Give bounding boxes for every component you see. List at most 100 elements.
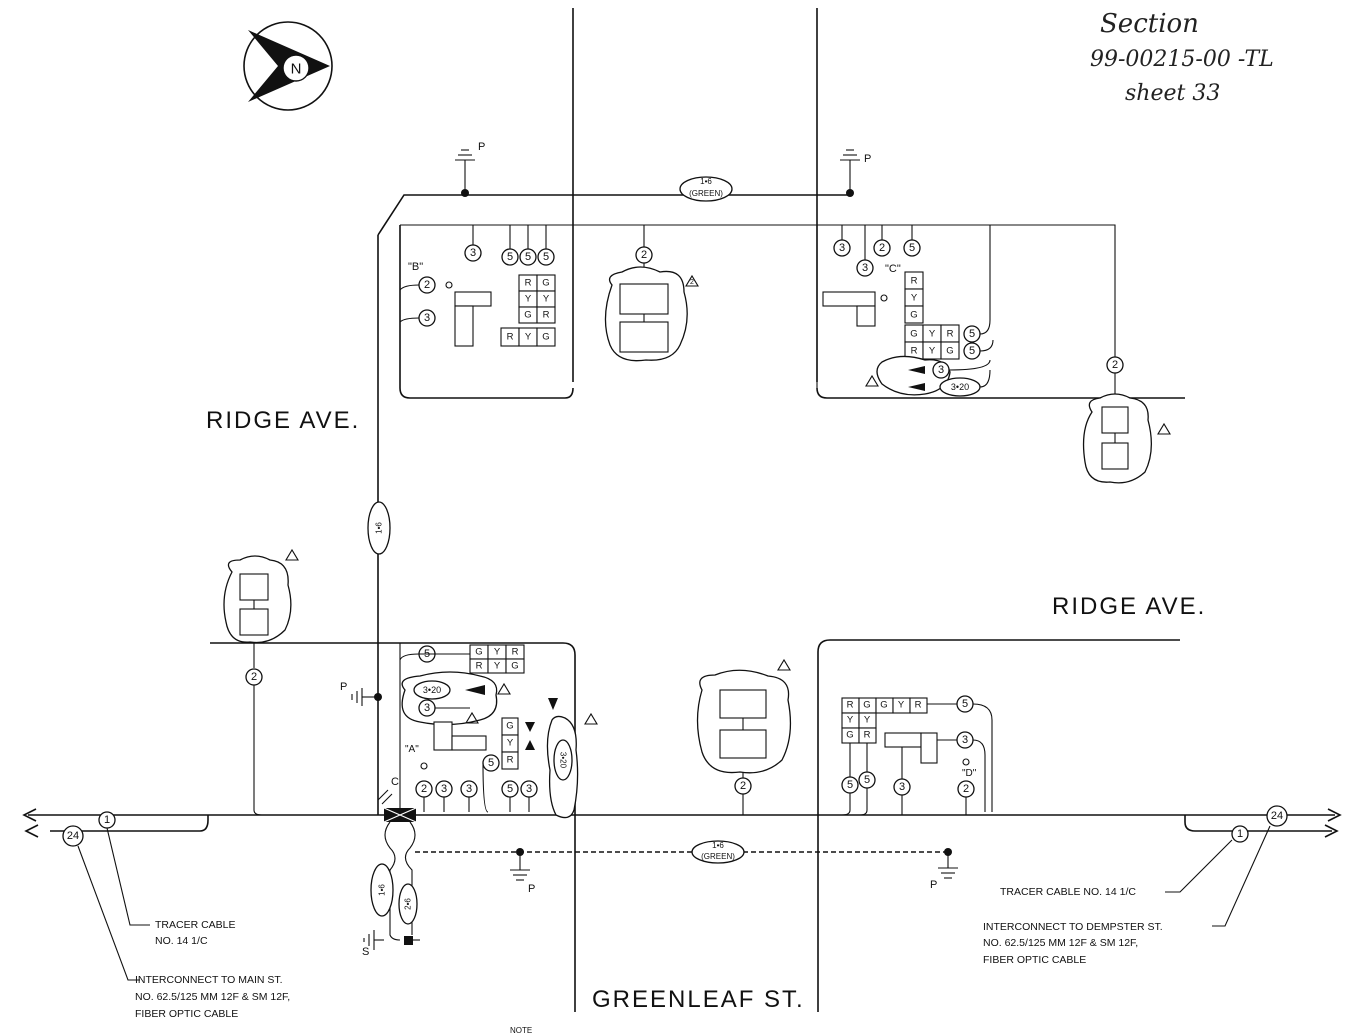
conductor-bubble: 5 [909, 242, 915, 254]
signal-lens: Y [911, 293, 918, 304]
note-interconnect-east-2: NO. 62.5/125 MM 12F & SM 12F, [983, 937, 1138, 949]
detector-cloud-north: 2 2 [604, 225, 699, 362]
conductor-bubble: 5 [507, 783, 513, 795]
conductor-bubble: 3 [962, 734, 968, 746]
pole-label: P [528, 883, 535, 895]
detector-cloud-west: 2 [223, 548, 299, 816]
callout-count: 3•20 [423, 685, 441, 695]
note-interconnect-west-2: NO. 62.5/125 MM 12F & SM 12F, [135, 991, 290, 1003]
footer-note: NOTE [510, 1026, 532, 1035]
detector-cloud-east: 2 [1082, 356, 1171, 484]
signal-lens: G [880, 700, 887, 711]
service-label: S [362, 946, 369, 958]
conductor-bubble: 3 [424, 702, 430, 714]
conductor-bubble: 5 [847, 779, 853, 791]
handwritten-line-3: sheet 33 [1125, 81, 1220, 106]
conductor-bubble: 5 [864, 774, 870, 786]
signal-lens: R [525, 278, 532, 289]
conductor-bubble: 2 [641, 249, 647, 261]
pole-label: P [930, 879, 937, 891]
signal-lens: Y [929, 329, 936, 340]
ped-signal-icon [454, 305, 474, 347]
signal-lens: G [910, 310, 917, 321]
conductor-bubble: 3 [470, 247, 476, 259]
note-tracer-west-2: NO. 14 1/C [155, 935, 208, 947]
signal-lens: G [511, 661, 518, 672]
cable-color: (GREEN) [701, 852, 735, 861]
signal-lens: Y [494, 647, 501, 658]
conductor-bubble: 2 [740, 780, 746, 792]
ped-signal-icon [454, 291, 492, 307]
note-interconnect-east-1: INTERCONNECT TO DEMPSTER ST. [983, 921, 1163, 933]
conductor-bubble: 5 [507, 251, 513, 263]
signal-lens: Y [494, 661, 501, 672]
revision-mark: 2 [690, 279, 694, 286]
ped-signal-icon [884, 732, 922, 748]
note-tracer-east: TRACER CABLE NO. 14 1/C [1000, 886, 1136, 898]
signal-lens: R [911, 346, 918, 357]
signal-lens: G [863, 700, 870, 711]
street-label-ridge-east: RIDGE AVE. [1052, 593, 1206, 620]
cable-label-north: 1•6 (GREEN) [679, 176, 733, 202]
greenleaf-interconnect: 1 24 1 24 [22, 805, 1342, 847]
ped-signal-icon [433, 721, 453, 751]
note-interconnect-west-1: INTERCONNECT TO MAIN ST. [135, 974, 283, 986]
ped-signal-icon [920, 732, 938, 764]
signal-lens: R [507, 332, 514, 343]
cable-count: 2•6 [404, 898, 413, 910]
signal-lens: R [512, 647, 519, 658]
conductor-bubble: 3 [862, 262, 868, 274]
conductor-bubble: 5 [488, 757, 494, 769]
signal-lens: G [846, 730, 853, 741]
signal-lens: R [864, 730, 871, 741]
conductor-bubble: 5 [525, 251, 531, 263]
signal-label-d: "D" [962, 768, 977, 779]
conductor-bubble: 3 [441, 783, 447, 795]
signal-lens: R [915, 700, 922, 711]
conductor-bubble: 5 [543, 251, 549, 263]
north-letter: N [291, 61, 302, 78]
street-label-ridge-west: RIDGE AVE. [206, 407, 360, 434]
ground-icon [840, 149, 860, 161]
ground-icon: P [340, 681, 382, 706]
pole-label: P [478, 141, 485, 153]
signal-lens: Y [864, 715, 871, 726]
note-interconnect-west-3: FIBER OPTIC CABLE [135, 1008, 238, 1020]
conductor-bubble: 1 [104, 814, 110, 826]
cable-color: (GREEN) [689, 189, 723, 198]
signal-lens: G [946, 346, 953, 357]
ped-signal-icon [822, 291, 876, 307]
signal-lens: Y [847, 715, 854, 726]
handwritten-line-1: Section [1100, 9, 1199, 39]
signal-lens: R [947, 329, 954, 340]
conductor-bubble: 5 [962, 698, 968, 710]
conductor-bubble: 2 [421, 783, 427, 795]
callout-count: 3•20 [559, 752, 568, 769]
conductor-bubble: 5 [969, 345, 975, 357]
signal-lens: R [543, 310, 550, 321]
ground-icon [938, 867, 958, 879]
conductor-bubble: 24 [1271, 810, 1283, 822]
signal-lens: Y [525, 294, 532, 305]
signal-lens: R [847, 700, 854, 711]
signal-lens: G [910, 329, 917, 340]
conductor-bubble: 3 [938, 364, 944, 376]
street-curbs [210, 8, 1185, 1012]
conductor-bubble: 1 [1237, 828, 1243, 840]
sw-corner-signals: 5 G Y R R Y G 3•20 3 "A" G Y R 5 2 3 3 5… [340, 643, 598, 823]
conductor-bubble: 2 [1112, 359, 1118, 371]
conductor-bubble: 3 [424, 312, 430, 324]
signal-lens: Y [929, 346, 936, 357]
signal-lens: Y [543, 294, 550, 305]
conductor-bubble: 24 [67, 830, 79, 842]
callout-count: 3•20 [951, 382, 969, 392]
note-interconnect-east-3: FIBER OPTIC CABLE [983, 954, 1086, 966]
service-ground-icon: S [362, 930, 420, 958]
signal-lens: Y [898, 700, 905, 711]
signal-lens: G [524, 310, 531, 321]
conductor-bubble: 3 [526, 783, 532, 795]
signal-lens: G [542, 278, 549, 289]
handwritten-section-note: Section 99-00215-00 -TL sheet 33 [1090, 9, 1274, 106]
note-tracer-west-1: TRACER CABLE [155, 919, 236, 931]
